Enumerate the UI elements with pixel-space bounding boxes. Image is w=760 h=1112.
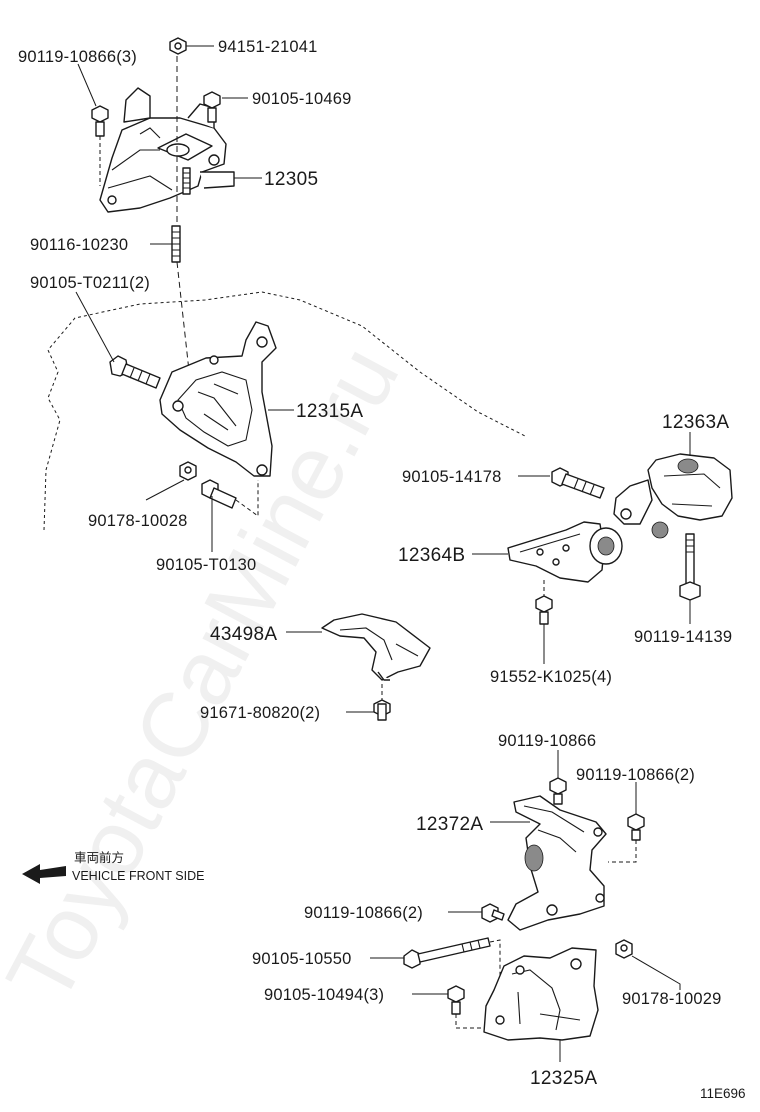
- label-90105-14178: 90105-14178: [402, 468, 501, 486]
- label-91671-80820-2: 91671-80820(2): [200, 704, 320, 722]
- nut-94151-21041: [169, 37, 187, 55]
- label-90105-T0211-2: 90105-T0211(2): [30, 274, 150, 292]
- label-90116-10230: 90116-10230: [30, 236, 128, 254]
- bracket-12372A: [507, 795, 607, 931]
- direction-english: VEHICLE FRONT SIDE: [72, 869, 204, 883]
- mount-12363A: [613, 453, 733, 539]
- label-12325A: 12325A: [530, 1068, 597, 1089]
- arrow-left-icon: [22, 864, 66, 884]
- bolt-90105-T0211: [109, 355, 161, 389]
- label-12364B: 12364B: [398, 545, 465, 566]
- axis-bracket: [235, 480, 259, 517]
- nut-90178-10029: [615, 939, 633, 959]
- stud-90116-10230: [171, 225, 181, 263]
- bolt-90105-14178: [551, 467, 605, 499]
- bracket-12325A: [483, 947, 599, 1041]
- bolt-90105-10469: [203, 91, 221, 123]
- label-90119-10866: 90119-10866: [498, 732, 596, 750]
- bolt-90105-T0130: [201, 479, 237, 509]
- label-90105-10494-3: 90105-10494(3): [264, 986, 384, 1004]
- label-12305: 12305: [264, 169, 318, 190]
- label-90105-10469: 90105-10469: [252, 90, 351, 108]
- vehicle-front-indicator: 車両前方 VEHICLE FRONT SIDE: [22, 850, 204, 884]
- bolt-90119-10866-right: [627, 813, 645, 841]
- axis-12372A-right: [608, 840, 637, 863]
- bracket-12315A: [159, 321, 277, 477]
- bolt-91671-80820: [373, 699, 391, 721]
- bolt-90119-10866-12372A: [549, 777, 567, 805]
- part-labels: 94151-21041 90119-10866(3) 90105-10469 1…: [18, 38, 732, 1089]
- leader-lines: [75, 45, 691, 1062]
- label-43498A: 43498A: [210, 624, 277, 645]
- body-outline: [43, 291, 526, 531]
- figure-code: 11E696: [700, 1086, 746, 1101]
- bolt-90119-14139: [679, 533, 701, 601]
- label-12363A: 12363A: [662, 412, 729, 433]
- shield-43498A: [321, 613, 431, 681]
- bolt-90119-10866-left: [481, 903, 505, 923]
- label-90119-10866-2-b: 90119-10866(2): [304, 904, 423, 922]
- bolt-90119-10866-top: [91, 105, 109, 137]
- label-94151-21041: 94151-21041: [218, 38, 317, 56]
- label-90178-10028: 90178-10028: [88, 512, 187, 530]
- axis-10494: [455, 1014, 484, 1029]
- axis-mount-top: [176, 56, 191, 381]
- bolt-90105-10494: [447, 985, 465, 1015]
- label-12372A: 12372A: [416, 814, 483, 835]
- label-90105-10550: 90105-10550: [252, 950, 351, 968]
- direction-japanese: 車両前方: [74, 850, 124, 865]
- label-90119-10866-3: 90119-10866(3): [18, 48, 137, 66]
- nut-90178-10028: [179, 461, 197, 481]
- bracket-12364B: [507, 521, 623, 583]
- label-90105-T0130: 90105-T0130: [156, 556, 256, 574]
- bolt-91552-K1025: [535, 595, 553, 625]
- label-90119-14139: 90119-14139: [634, 628, 732, 646]
- label-90119-10866-2-a: 90119-10866(2): [576, 766, 695, 784]
- label-91552-K1025-4: 91552-K1025(4): [490, 668, 612, 686]
- label-12315A: 12315A: [296, 401, 363, 422]
- bolt-90105-10550: [403, 937, 491, 969]
- label-90178-10029: 90178-10029: [622, 990, 721, 1008]
